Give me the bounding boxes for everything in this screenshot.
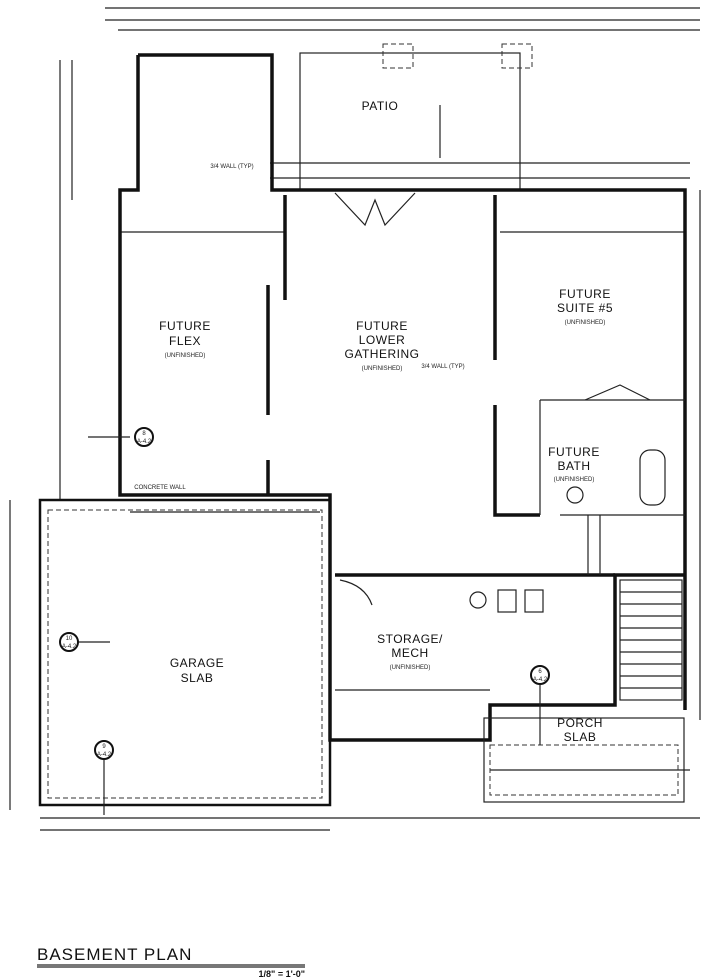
room-label-gathering-2: LOWER bbox=[359, 333, 406, 347]
room-status-gathering: (UNFINISHED) bbox=[362, 366, 403, 372]
section-marker: 8 A-4.2 bbox=[88, 427, 154, 447]
title-underline bbox=[37, 964, 305, 968]
plan-title: BASEMENT PLAN bbox=[37, 945, 192, 964]
room-label-storage: STORAGE/ bbox=[377, 632, 443, 646]
section-marker: 10 A-4.2 bbox=[59, 632, 110, 652]
room-label-suite-2: SUITE #5 bbox=[557, 301, 613, 315]
note-wall-typ-2: 3/4 WALL (TYP) bbox=[421, 364, 464, 370]
garage-slab-outline bbox=[38, 498, 332, 807]
room-label-flex: FUTURE bbox=[159, 319, 211, 333]
room-status-storage: (UNFINISHED) bbox=[390, 665, 431, 671]
note-concrete-wall: CONCRETE WALL bbox=[134, 485, 186, 491]
dimension-lines bbox=[9, 7, 701, 831]
section-marker: 9 A-4.2 bbox=[94, 740, 114, 815]
room-status-bath: (UNFINISHED) bbox=[554, 477, 595, 483]
room-status-suite: (UNFINISHED) bbox=[565, 320, 606, 326]
room-status-flex: (UNFINISHED) bbox=[165, 353, 206, 359]
porch-slab-outline bbox=[483, 717, 685, 803]
section-marker-number: 9 bbox=[102, 744, 106, 750]
section-marker-number: 10 bbox=[66, 636, 73, 642]
section-marker: 6 A-4.2 bbox=[530, 665, 550, 745]
room-label-porch: PORCH bbox=[557, 716, 603, 730]
room-label-bath: FUTURE bbox=[548, 445, 600, 459]
note-wall-typ: 3/4 WALL (TYP) bbox=[210, 164, 253, 170]
patio-outline bbox=[299, 43, 533, 191]
room-label-garage: GARAGE bbox=[170, 656, 224, 670]
room-label-gathering-3: GATHERING bbox=[345, 347, 420, 361]
stairs bbox=[587, 515, 683, 701]
section-marker-number: 6 bbox=[538, 669, 542, 675]
section-marker-sheet: A-4.2 bbox=[533, 677, 548, 683]
room-label-storage-2: MECH bbox=[391, 646, 428, 660]
room-label-porch-2: SLAB bbox=[564, 730, 597, 744]
room-label-bath-2: BATH bbox=[557, 459, 590, 473]
section-marker-sheet: A-4.2 bbox=[97, 752, 112, 758]
room-label-patio: PATIO bbox=[362, 99, 399, 113]
section-marker-number: 8 bbox=[142, 431, 146, 437]
room-label-suite: FUTURE bbox=[559, 287, 611, 301]
room-label-flex-2: FLEX bbox=[169, 334, 201, 348]
room-label-garage-2: SLAB bbox=[181, 671, 214, 685]
section-marker-sheet: A-4.2 bbox=[62, 644, 77, 650]
section-marker-sheet: A-4.2 bbox=[137, 439, 152, 445]
room-label-gathering: FUTURE bbox=[356, 319, 408, 333]
plan-scale: 1/8" = 1'-0" bbox=[259, 969, 305, 979]
